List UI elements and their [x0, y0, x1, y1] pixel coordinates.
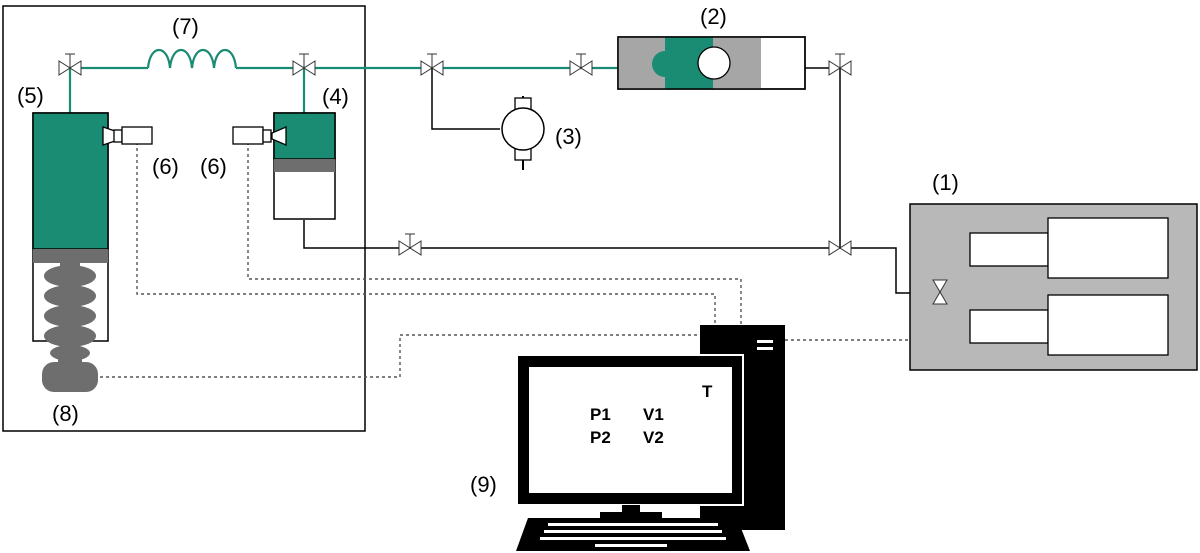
small-gas-chamber [273, 112, 336, 160]
liquid-line [303, 67, 970, 326]
label-syringe-pump: (1) [932, 170, 959, 195]
valve-3[interactable] [420, 53, 444, 76]
screen-v2: V2 [643, 428, 664, 447]
viewing-window [697, 46, 731, 80]
coil [146, 49, 238, 69]
bellows [44, 263, 96, 361]
label-pressure-sensor: (3) [555, 124, 582, 149]
pump-barrel-top [969, 232, 1049, 267]
small-piston [274, 159, 335, 172]
piston [33, 249, 108, 263]
monitor-screen [529, 367, 732, 493]
screen-t: T [702, 382, 713, 401]
computer [516, 325, 785, 551]
large-cylinder [32, 112, 109, 361]
thermostat-enclosure [2, 5, 366, 432]
screen-p2: P2 [590, 428, 611, 447]
label-motor: (8) [52, 401, 79, 426]
pump-valve[interactable] [932, 279, 948, 305]
valve-4[interactable] [569, 53, 593, 76]
signal-cables [100, 142, 910, 378]
valve-2[interactable] [292, 53, 316, 76]
camera-left-icon [102, 126, 153, 146]
keyboard [516, 518, 750, 551]
pressure-sensor-icon [501, 96, 545, 170]
syringe-pump [909, 203, 1198, 371]
label-large-cylinder: (5) [17, 83, 44, 108]
pump-motor-bottom [1047, 294, 1169, 356]
valve-5[interactable] [828, 53, 852, 76]
screen-p1: P1 [590, 405, 611, 424]
gas-chamber [32, 112, 109, 250]
label-camera-left: (6) [152, 154, 179, 179]
small-cylinder [273, 112, 336, 220]
label-small-cylinder: (4) [322, 84, 349, 109]
valve-1[interactable] [58, 53, 82, 76]
screen-v1: V1 [643, 405, 664, 424]
label-camera-right: (6) [200, 154, 227, 179]
valve-6[interactable] [398, 233, 422, 256]
pump-barrel-bottom [969, 309, 1049, 344]
label-computer: (9) [470, 472, 497, 497]
camera-right-icon [232, 126, 287, 146]
label-sample-cell: (2) [700, 4, 727, 29]
motor [42, 354, 98, 392]
label-coil: (7) [172, 14, 199, 39]
sample-cell [617, 36, 806, 90]
pump-motor-top [1047, 217, 1169, 279]
valve-7[interactable] [828, 240, 852, 256]
